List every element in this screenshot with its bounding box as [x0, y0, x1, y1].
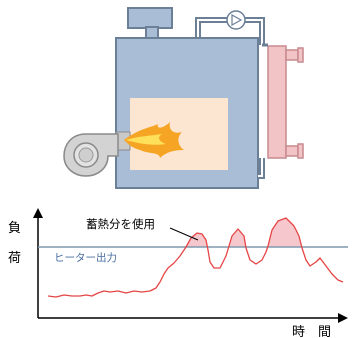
pump-icon — [226, 10, 246, 30]
x-axis-arrow — [338, 313, 348, 323]
y-axis-arrow — [33, 208, 43, 218]
load-curve — [47, 217, 344, 298]
heat-storage-leader — [169, 227, 199, 241]
blower-fan-icon — [63, 133, 119, 177]
heat-storage-label: 蓄熱分を使用 — [86, 217, 155, 231]
y-axis-label-top: 負 — [8, 221, 21, 236]
heater-output-label: ヒーター出力 — [54, 251, 117, 264]
heat-storage-tank — [267, 45, 304, 159]
boiler-assembly — [63, 7, 304, 189]
load-chart: 負 荷 蓄熱分を使用 ヒーター出力 時 間 — [8, 208, 348, 338]
flame-icon — [124, 122, 184, 158]
boiler-top-cap — [127, 7, 173, 29]
y-axis-label-bottom: 荷 — [8, 251, 21, 266]
heat-storage-areas — [186, 218, 302, 247]
x-axis-label: 時 間 — [292, 325, 331, 338]
